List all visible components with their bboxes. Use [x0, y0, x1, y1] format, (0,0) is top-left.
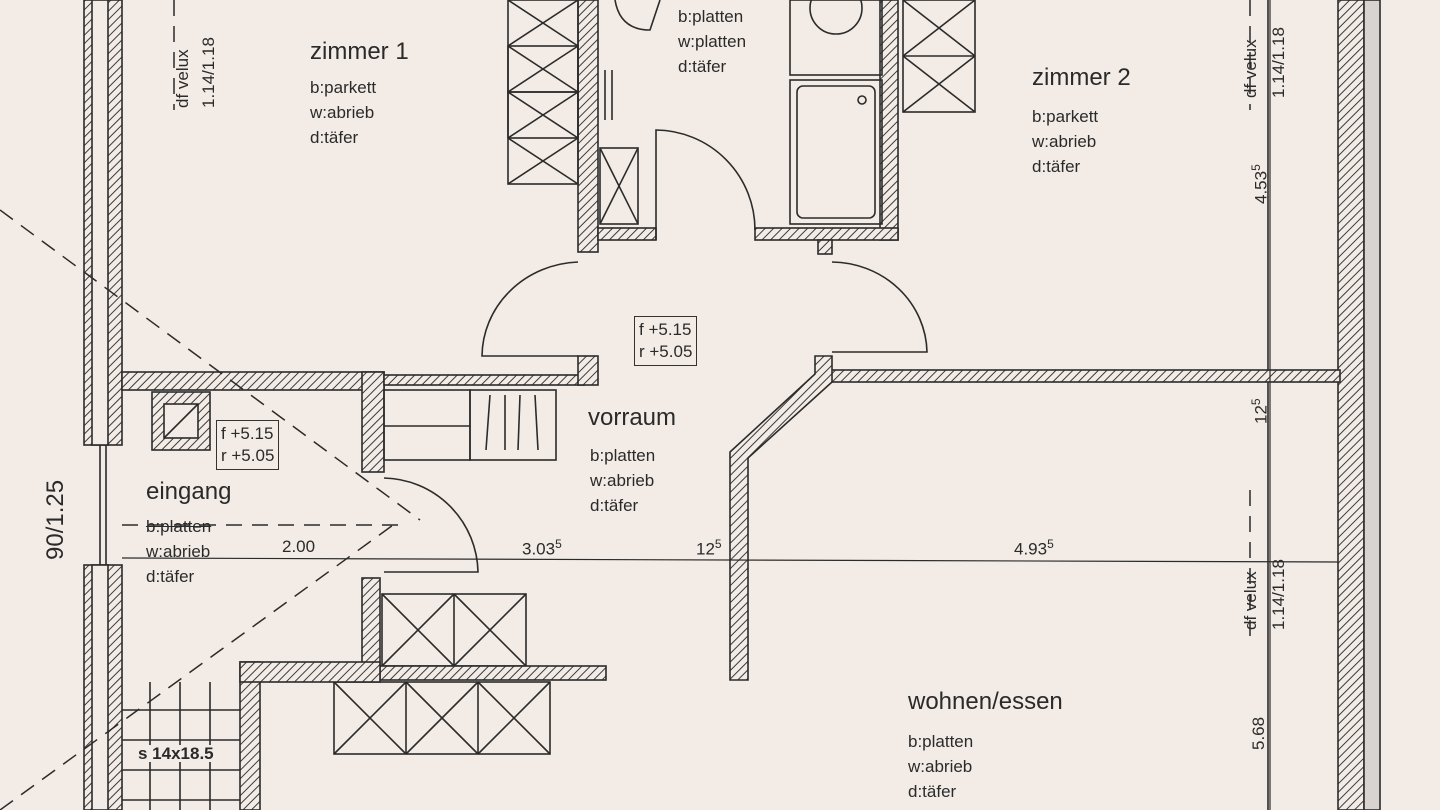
zimmer1-name: zimmer 1 — [310, 38, 409, 65]
velux-top-left-label: df velux — [173, 49, 192, 108]
wohnen-floor: b:platten — [908, 732, 974, 751]
eingang-level-box: f +5.15 r +5.05 — [216, 420, 280, 470]
dimension-line — [121, 557, 1339, 563]
vorraum-ceiling: d:täfer — [590, 496, 639, 515]
bath-door-swing — [655, 129, 756, 240]
eingang-door-swing — [383, 477, 479, 573]
dimension-4-93-sup: 5 — [1047, 537, 1054, 551]
dimension-3-03-sup: 5 — [555, 537, 562, 551]
eingang-name: eingang — [146, 478, 232, 505]
dimension-4-93: 4.935 — [1014, 538, 1054, 558]
vorraum-name: vorraum — [588, 404, 677, 431]
dimension-3-03: 3.035 — [522, 538, 562, 558]
vorraum-level-box: f +5.15 r +5.05 — [634, 316, 698, 366]
dimension-2-00: 2.00 — [282, 537, 316, 556]
zimmer2-name: zimmer 2 — [1032, 64, 1131, 91]
wohnen-wall: w:abrieb — [908, 757, 973, 776]
dimension-4-53: 4.535 — [1249, 164, 1271, 204]
bad-ceiling: d:täfer — [678, 57, 727, 76]
dimension-12-b: 125 — [1249, 398, 1271, 424]
zimmer2-wall: w:abrieb — [1032, 132, 1097, 151]
zimmer1-wall: w:abrieb — [310, 103, 375, 122]
eingang-right-wall — [361, 371, 385, 473]
wohnen-ceiling: d:täfer — [908, 782, 957, 801]
velux-top-right-size: 1.14/1.18 — [1269, 27, 1288, 98]
zimmer2-ceiling: d:täfer — [1032, 157, 1081, 176]
zimmer1-door-swing — [481, 261, 579, 357]
dimension-12-b-sup: 5 — [1249, 398, 1263, 406]
vorraum-level-f: f +5.15 — [639, 320, 692, 339]
kitchen-cabinets — [333, 593, 607, 755]
dimension-4-53-sup: 5 — [1249, 164, 1263, 171]
wohnen-name: wohnen/essen — [908, 688, 1063, 715]
velux-top-left-size: 1.14/1.18 — [199, 37, 218, 108]
zimmer2-floor: b:parkett — [1032, 107, 1099, 126]
stairs-label: s 14x18.5 — [136, 744, 216, 763]
right-exterior-wall — [1337, 0, 1365, 810]
shower-tray — [789, 79, 883, 225]
vorraum-level-r: r +5.05 — [639, 342, 693, 361]
bad-wall: w:platten — [678, 32, 747, 51]
dimension-12-a: 125 — [696, 538, 722, 558]
eingang-level-f: f +5.15 — [221, 424, 274, 443]
dimension-4-53-value: 4.53 — [1251, 170, 1271, 204]
zimmer1-floor: b:parkett — [310, 78, 377, 97]
wardrobe-zimmer2 — [902, 0, 976, 113]
zimmer2-door-swing — [831, 261, 928, 353]
vorraum-wall: w:abrieb — [590, 471, 655, 490]
velux-mid-right-label: df velux — [1241, 571, 1260, 630]
dimension-3-03-value: 3.03 — [522, 539, 556, 559]
dimension-12-b-value: 12 — [1251, 405, 1271, 424]
velux-mid-right-size: 1.14/1.18 — [1269, 559, 1288, 630]
dimension-5-68: 5.68 — [1249, 716, 1268, 750]
velux-top-right-label: df velux — [1241, 39, 1260, 98]
eingang-top-wall — [121, 371, 385, 391]
eingang-ceiling: d:täfer — [146, 567, 195, 586]
dimension-4-93-value: 4.93 — [1014, 539, 1048, 559]
dimension-12-a-sup: 5 — [714, 537, 722, 551]
eingang-wall: w:abrieb — [146, 542, 211, 561]
zimmer2-bottom-wall — [824, 369, 1341, 383]
window-left-dimension: 90/1.25 — [42, 479, 69, 560]
dimension-12-a-value: 12 — [696, 539, 715, 559]
wardrobe-zimmer1 — [507, 0, 579, 185]
vorraum-floor: b:platten — [590, 446, 656, 465]
eingang-floor: b:platten — [146, 517, 212, 536]
bad-floor: b:platten — [678, 7, 744, 26]
eingang-level-r: r +5.05 — [221, 446, 275, 465]
zimmer1-ceiling: d:täfer — [310, 128, 359, 147]
